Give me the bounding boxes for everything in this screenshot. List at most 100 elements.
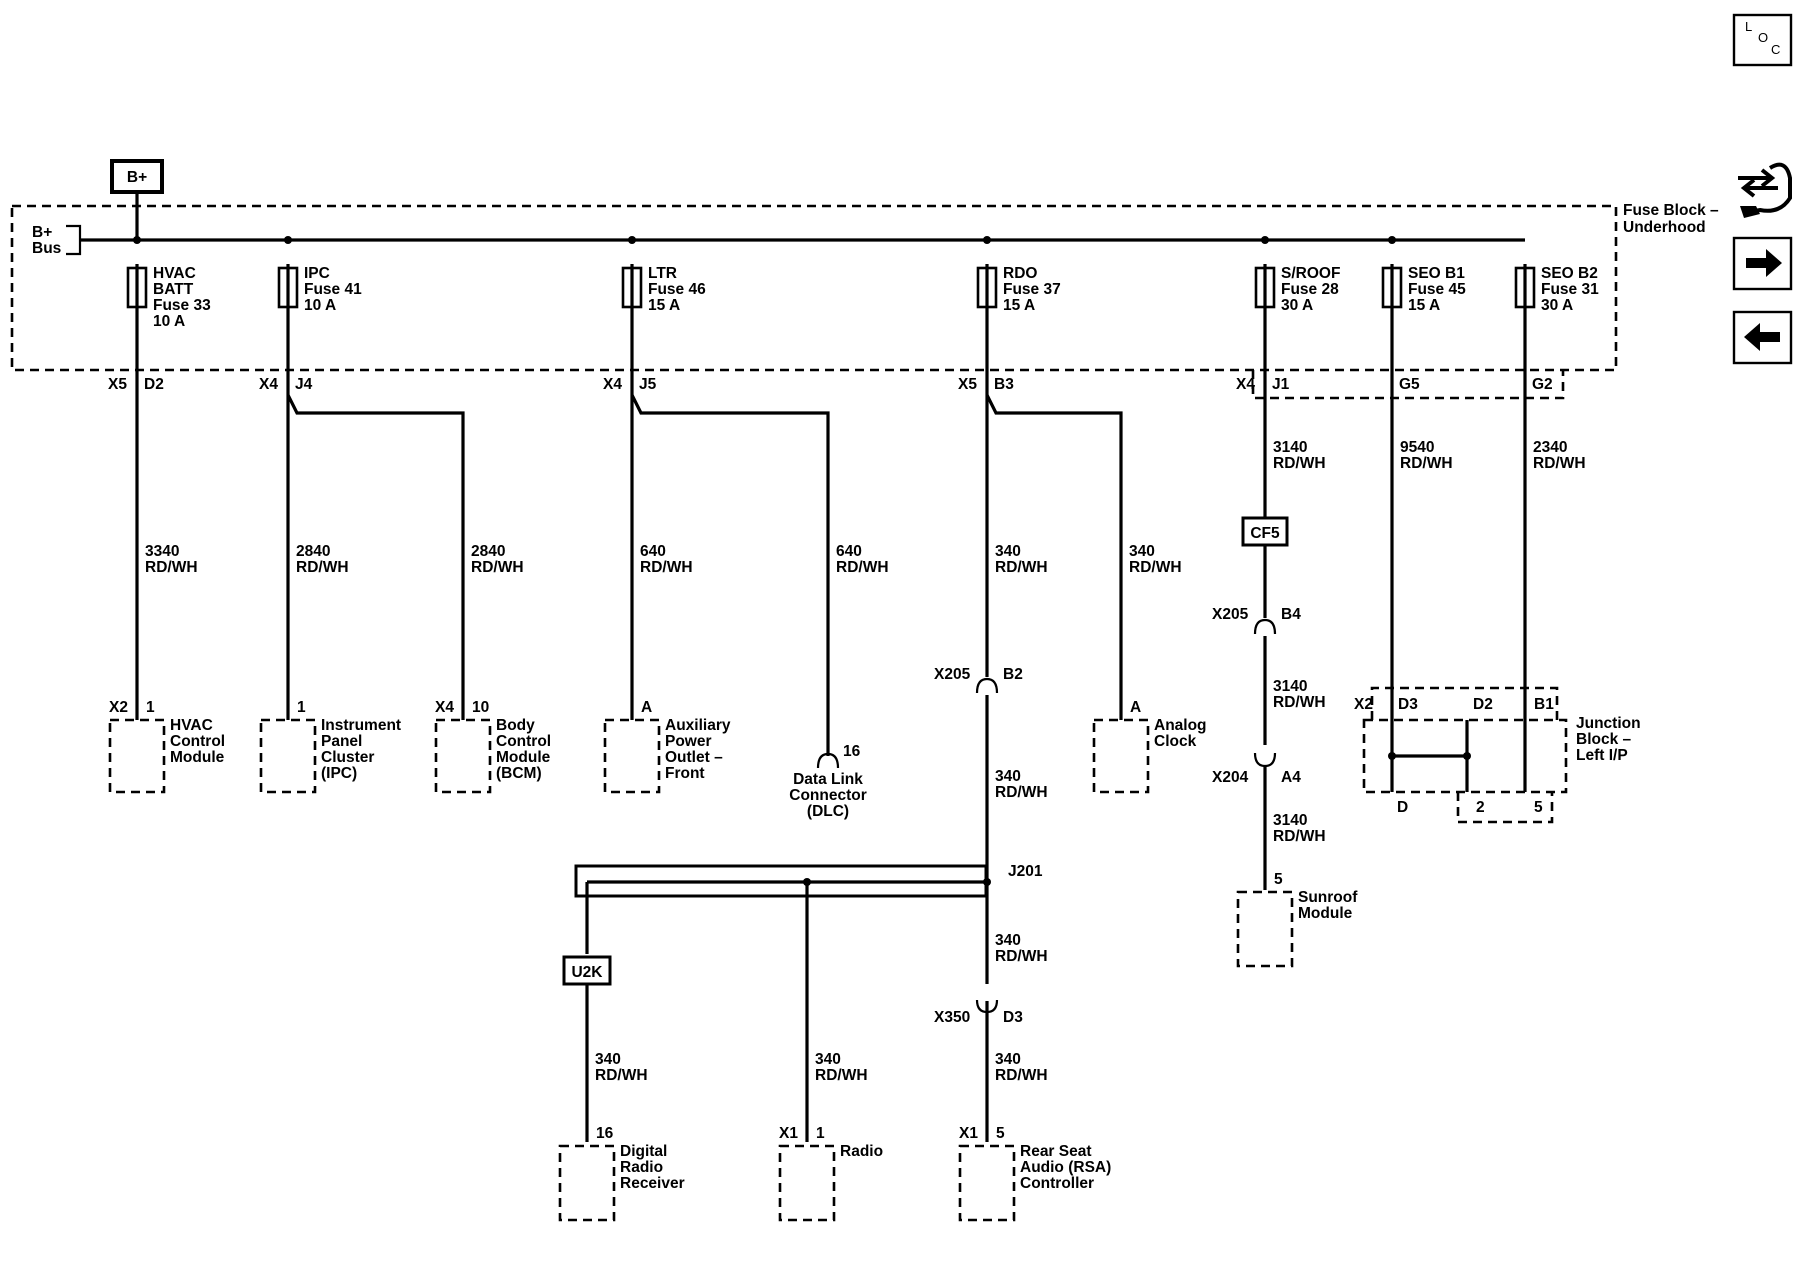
wire-color: RD/WH bbox=[1533, 455, 1586, 472]
component-name: Radio bbox=[840, 1143, 883, 1160]
svg-text:X205: X205 bbox=[934, 666, 971, 683]
circuit-number: 640 bbox=[640, 543, 666, 560]
component-name: Front bbox=[665, 765, 705, 782]
component-pin: 16 bbox=[843, 743, 861, 760]
component-name: Clock bbox=[1154, 733, 1197, 750]
svg-text:B4: B4 bbox=[1281, 606, 1301, 623]
svg-text:X204: X204 bbox=[1212, 769, 1249, 786]
fuse-label: S/ROOF bbox=[1281, 265, 1340, 282]
loc-button[interactable]: L O C bbox=[1732, 13, 1793, 67]
component-name: Outlet – bbox=[665, 749, 723, 766]
cf5-label: CF5 bbox=[1250, 525, 1280, 542]
connector-x4-outline bbox=[1251, 370, 1565, 400]
circuit-number: 3140 bbox=[1273, 439, 1307, 456]
fuse-label: Fuse 28 bbox=[1281, 281, 1339, 298]
component-pin: A bbox=[1130, 699, 1141, 716]
wire-color: RD/WH bbox=[995, 784, 1048, 801]
previous-page-button[interactable] bbox=[1732, 310, 1793, 365]
wire-color: RD/WH bbox=[995, 948, 1048, 965]
wire-labels: 3340RD/WH2840RD/WH2840RD/WH640RD/WH640RD… bbox=[145, 439, 1586, 1084]
component-name: Module bbox=[496, 749, 551, 766]
wire-color: RD/WH bbox=[640, 559, 693, 576]
connector-label: X4 bbox=[259, 376, 278, 393]
svg-text:C: C bbox=[1771, 42, 1780, 57]
component-pin: A bbox=[641, 699, 652, 716]
fuse-label: LTR bbox=[648, 265, 677, 282]
fuse-label: Fuse 41 bbox=[304, 281, 362, 298]
svg-text:X205: X205 bbox=[1212, 606, 1249, 623]
wire-color: RD/WH bbox=[1273, 694, 1326, 711]
component-connector: X1 bbox=[779, 1125, 798, 1142]
component-pin: 10 bbox=[472, 699, 489, 716]
component-name: Sunroof bbox=[1298, 889, 1358, 906]
fuse-label: 10 A bbox=[304, 297, 336, 314]
component-connector: X1 bbox=[959, 1125, 978, 1142]
fuse-block-subtitle: Underhood bbox=[1623, 219, 1706, 236]
svg-text:X2: X2 bbox=[1354, 696, 1373, 713]
junction-block-left-ip: X2 D3 D2 B1 D 2 5 Junction Block – Left … bbox=[1354, 686, 1641, 824]
circuit-number: 640 bbox=[836, 543, 862, 560]
wires bbox=[135, 264, 1527, 1142]
svg-text:D3: D3 bbox=[1003, 1009, 1023, 1026]
circuit-number: 340 bbox=[995, 932, 1021, 949]
component-name: Body bbox=[496, 717, 535, 734]
svg-text:D: D bbox=[1397, 799, 1408, 816]
next-page-button[interactable] bbox=[1732, 236, 1793, 291]
circuit-number: 340 bbox=[595, 1051, 621, 1068]
component-name: (BCM) bbox=[496, 765, 542, 782]
svg-text:A4: A4 bbox=[1281, 769, 1301, 786]
svg-text:X350: X350 bbox=[934, 1009, 970, 1026]
component-name: Instrument bbox=[321, 717, 401, 734]
fuse-label: Fuse 31 bbox=[1541, 281, 1599, 298]
circuit-number: 340 bbox=[995, 543, 1021, 560]
component-pin: 1 bbox=[816, 1125, 825, 1142]
component-name: Control bbox=[170, 733, 225, 750]
bus-label-2: Bus bbox=[32, 240, 61, 257]
inline-connector-x204-a4: X204 A4 bbox=[1212, 752, 1301, 786]
component-name: Data Link bbox=[793, 771, 863, 788]
component-pin: 5 bbox=[1274, 871, 1283, 888]
component-pin: 16 bbox=[596, 1125, 614, 1142]
component-name: Panel bbox=[321, 733, 362, 750]
fuse-label: Fuse 45 bbox=[1408, 281, 1466, 298]
component-name: Connector bbox=[789, 787, 867, 804]
component-name: Digital bbox=[620, 1143, 667, 1160]
dlc-terminal bbox=[816, 752, 840, 769]
fuse-block-outline bbox=[10, 204, 1618, 372]
fuse-label: 10 A bbox=[153, 313, 185, 330]
fuse-label: Fuse 46 bbox=[648, 281, 706, 298]
connector-tool-icon[interactable] bbox=[1738, 162, 1792, 218]
fuse-label: 15 A bbox=[1003, 297, 1035, 314]
j201-label: J201 bbox=[1008, 863, 1043, 880]
component-name: Audio (RSA) bbox=[1020, 1159, 1111, 1176]
circuit-number: 340 bbox=[1129, 543, 1155, 560]
component-name: Module bbox=[170, 749, 225, 766]
